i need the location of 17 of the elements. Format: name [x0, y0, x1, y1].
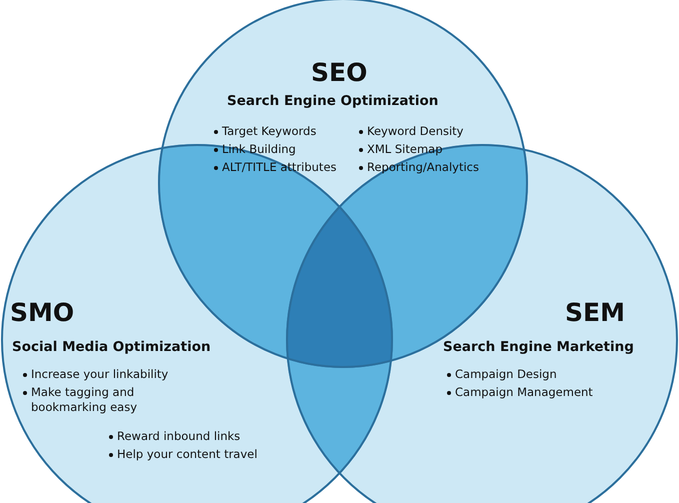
circle-title: SEM: [565, 298, 625, 327]
circle-subtitle: Search Engine Marketing: [443, 339, 634, 355]
bullet-item: Campaign Management: [446, 385, 593, 400]
circle-subtitle: Search Engine Optimization: [227, 93, 438, 109]
bullet-item: Make tagging and bookmarking easy: [22, 385, 166, 415]
bullet-item: Keyword Density: [358, 124, 464, 139]
circle-title: SMO: [10, 298, 74, 327]
bullet-item: Campaign Design: [446, 367, 557, 382]
bullet-item: Target Keywords: [213, 124, 316, 139]
circle-subtitle: Social Media Optimization: [12, 339, 211, 355]
bullet-item: Increase your linkability: [22, 367, 168, 382]
bullet-item: Help your content travel: [108, 447, 258, 462]
bullet-item: Link Building: [213, 142, 296, 157]
circle-title: SEO: [311, 58, 368, 87]
bullet-item: Reward inbound links: [108, 429, 240, 444]
bullet-item: Reporting/Analytics: [358, 160, 480, 175]
bullet-item: XML Sitemap: [358, 142, 442, 157]
